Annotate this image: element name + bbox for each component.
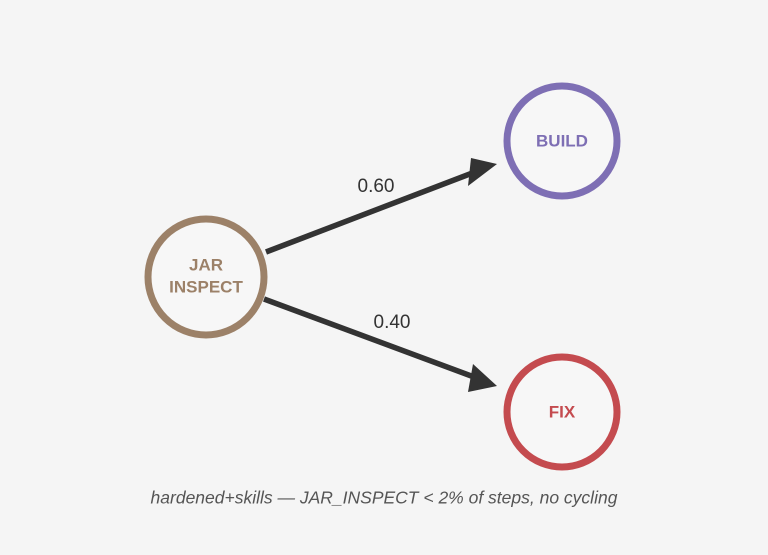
node-jar-inspect-label-line1: JAR [189,255,223,274]
node-fix-circle [503,353,621,471]
node-build-label: BUILD [536,131,588,150]
node-jar-inspect-circle [144,215,268,339]
node-build-circle [503,82,621,200]
edge-line-to-build [265,169,476,255]
node-fix-label: FIX [549,402,576,421]
arrowhead-to-build [468,158,497,186]
node-fix[interactable]: FIX [503,353,621,471]
node-jar-inspect[interactable]: JAR INSPECT [144,215,268,339]
edge-jar-inspect-to-build[interactable]: 0.60 [265,158,497,255]
diagram-caption: hardened+skills — JAR_INSPECT < 2% of st… [151,488,618,508]
node-jar-inspect-label-line2: INSPECT [169,277,243,296]
edge-weight-to-build: 0.60 [358,176,395,197]
node-build[interactable]: BUILD [503,82,621,200]
edge-jar-inspect-to-fix[interactable]: 0.40 [263,296,497,392]
edge-weight-to-fix: 0.40 [374,312,411,333]
arrowhead-to-fix [468,364,497,392]
edge-line-to-fix [263,296,475,380]
